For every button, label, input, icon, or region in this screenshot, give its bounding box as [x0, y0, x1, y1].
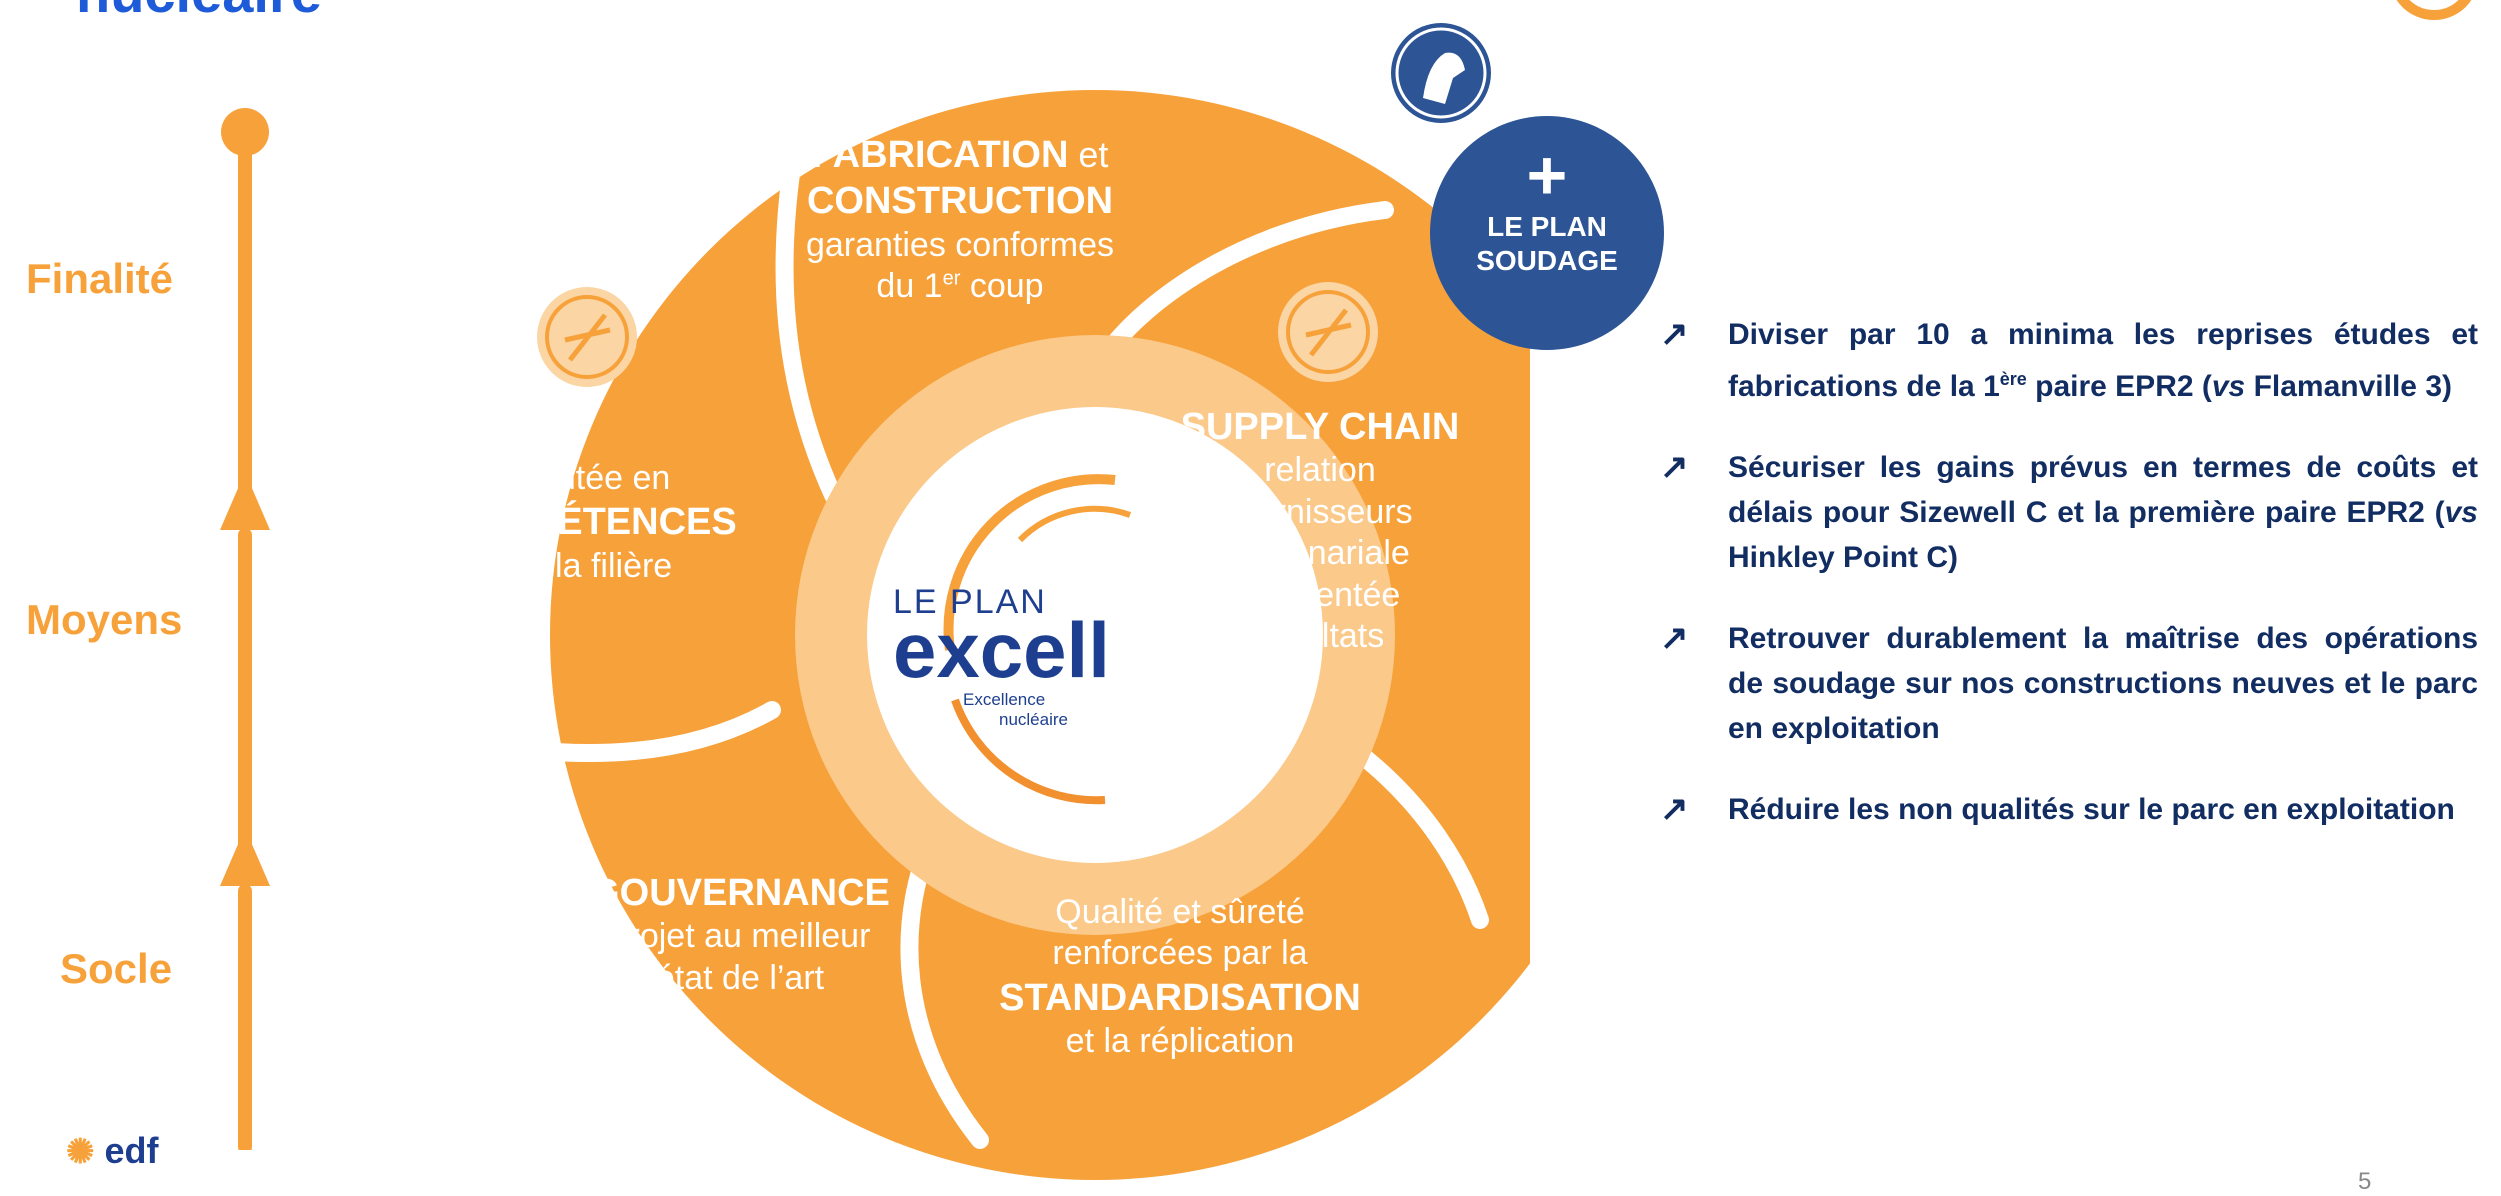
segment-competences: Montée en COMPÉTENCES de la filière [400, 458, 780, 587]
objectives-list: ↗ Diviser par 10 a minima les reprises é… [1660, 312, 2478, 868]
objective-item: ↗ Retrouver durablement la maîtrise des … [1660, 616, 2478, 751]
segment-fabrication: FABRICATION et CONSTRUCTION garanties co… [740, 132, 1180, 308]
segment-fabrication-title-a: FABRICATION et [811, 134, 1109, 176]
segment-fabrication-line2: du 1er coup [876, 267, 1044, 306]
segment-supply-line: et orientée [1239, 575, 1401, 614]
segment-supply-line: partenariale [1230, 534, 1410, 573]
segment-supply-line: résultats [1255, 617, 1385, 656]
arrow-up-icon [220, 472, 270, 530]
segment-gouvernance-title: GOUVERNANCE [590, 872, 890, 914]
center-logo-arc-icon [943, 474, 1116, 651]
segment-supply-line: fournisseurs [1227, 492, 1413, 531]
welder-icon [1391, 23, 1491, 123]
segment-fabrication-line1: garanties conformes [805, 225, 1115, 264]
france-relance-badge-icon [537, 287, 637, 387]
plan-soudage-badge: + LE PLAN SOUDAGE [1430, 116, 1664, 350]
objective-item: ↗ Réduire les non qualités sur le parc e… [1660, 787, 2478, 832]
arrow-up-right-icon: ↗ [1660, 315, 1689, 353]
segment-gouvernance-line: projet au meilleur [609, 917, 871, 956]
arrow-up-icon [220, 828, 270, 886]
arrow-up-right-icon: ↗ [1660, 790, 1689, 828]
timeline-bar-top [238, 132, 252, 532]
corner-logo-icon [2389, 0, 2479, 20]
separator-top-left [775, 111, 842, 504]
soudage-line2: SOUDAGE [1476, 245, 1618, 276]
arrow-up-right-icon: ↗ [1660, 619, 1689, 657]
segment-gouvernance: GOUVERNANCE projet au meilleur état de l… [520, 870, 960, 999]
segment-standard-line: Qualité et sûreté [1055, 893, 1305, 931]
segment-gouvernance-line: état de l’art [655, 958, 825, 997]
timeline-bar-bottom [238, 884, 252, 1150]
excell-wheel-diagram [521, 90, 1530, 1180]
segment-competences-title: COMPÉTENCES [443, 501, 737, 544]
separator-left [521, 701, 781, 763]
segment-standard-title: STANDARDISATION [999, 976, 1361, 1019]
center-logo-tag1: Excellence [963, 690, 1046, 709]
center-logo-tag2: nucléaire [999, 710, 1068, 729]
segment-standard-line: renforcées par la [1052, 934, 1308, 973]
objective-item: ↗ Diviser par 10 a minima les reprises é… [1660, 312, 2478, 409]
stage-label-finalite: Finalité [26, 255, 174, 302]
center-logo-arc-icon [1017, 505, 1132, 543]
segment-supply-line: relation [1264, 451, 1376, 490]
segment-standardisation: Qualité et sûreté renforcées par la STAN… [940, 892, 1420, 1063]
segment-supply-title: SUPPLY CHAIN [1180, 406, 1460, 448]
edf-star-icon: ✺ [66, 1133, 95, 1171]
page-title: nucléaire [76, 0, 322, 25]
plus-icon: + [1526, 136, 1568, 214]
timeline-bar-middle [238, 528, 252, 878]
segment-standard-line: et la réplication [1065, 1022, 1295, 1061]
soudage-line1: LE PLAN [1487, 211, 1607, 242]
center-logo-line1: LE PLAN [893, 583, 1047, 621]
segment-supply-chain: SUPPLY CHAIN relation fournisseurs parte… [1130, 404, 1510, 658]
arrow-up-right-icon: ↗ [1660, 448, 1689, 486]
segment-fabrication-title-b: CONSTRUCTION [806, 180, 1114, 223]
center-logo: LE PLAN excell Excellence nucléaire [893, 583, 1133, 730]
france-relance-badge-icon [1278, 282, 1378, 382]
stage-label-socle: Socle [60, 945, 173, 992]
center-logo-arc-icon [951, 698, 1106, 805]
segment-competences-line: de la filière [507, 546, 673, 585]
edf-logo: ✺ edf [66, 1130, 159, 1171]
progression-arrows [220, 108, 270, 1150]
segment-competences-line: Montée en [509, 459, 671, 497]
stage-label-moyens: Moyens [26, 596, 183, 643]
objective-item: ↗ Sécuriser les gains prévus en termes d… [1660, 445, 2478, 580]
page-number: 5 [2358, 1168, 2372, 1195]
center-logo-line2: excell [893, 606, 1110, 694]
